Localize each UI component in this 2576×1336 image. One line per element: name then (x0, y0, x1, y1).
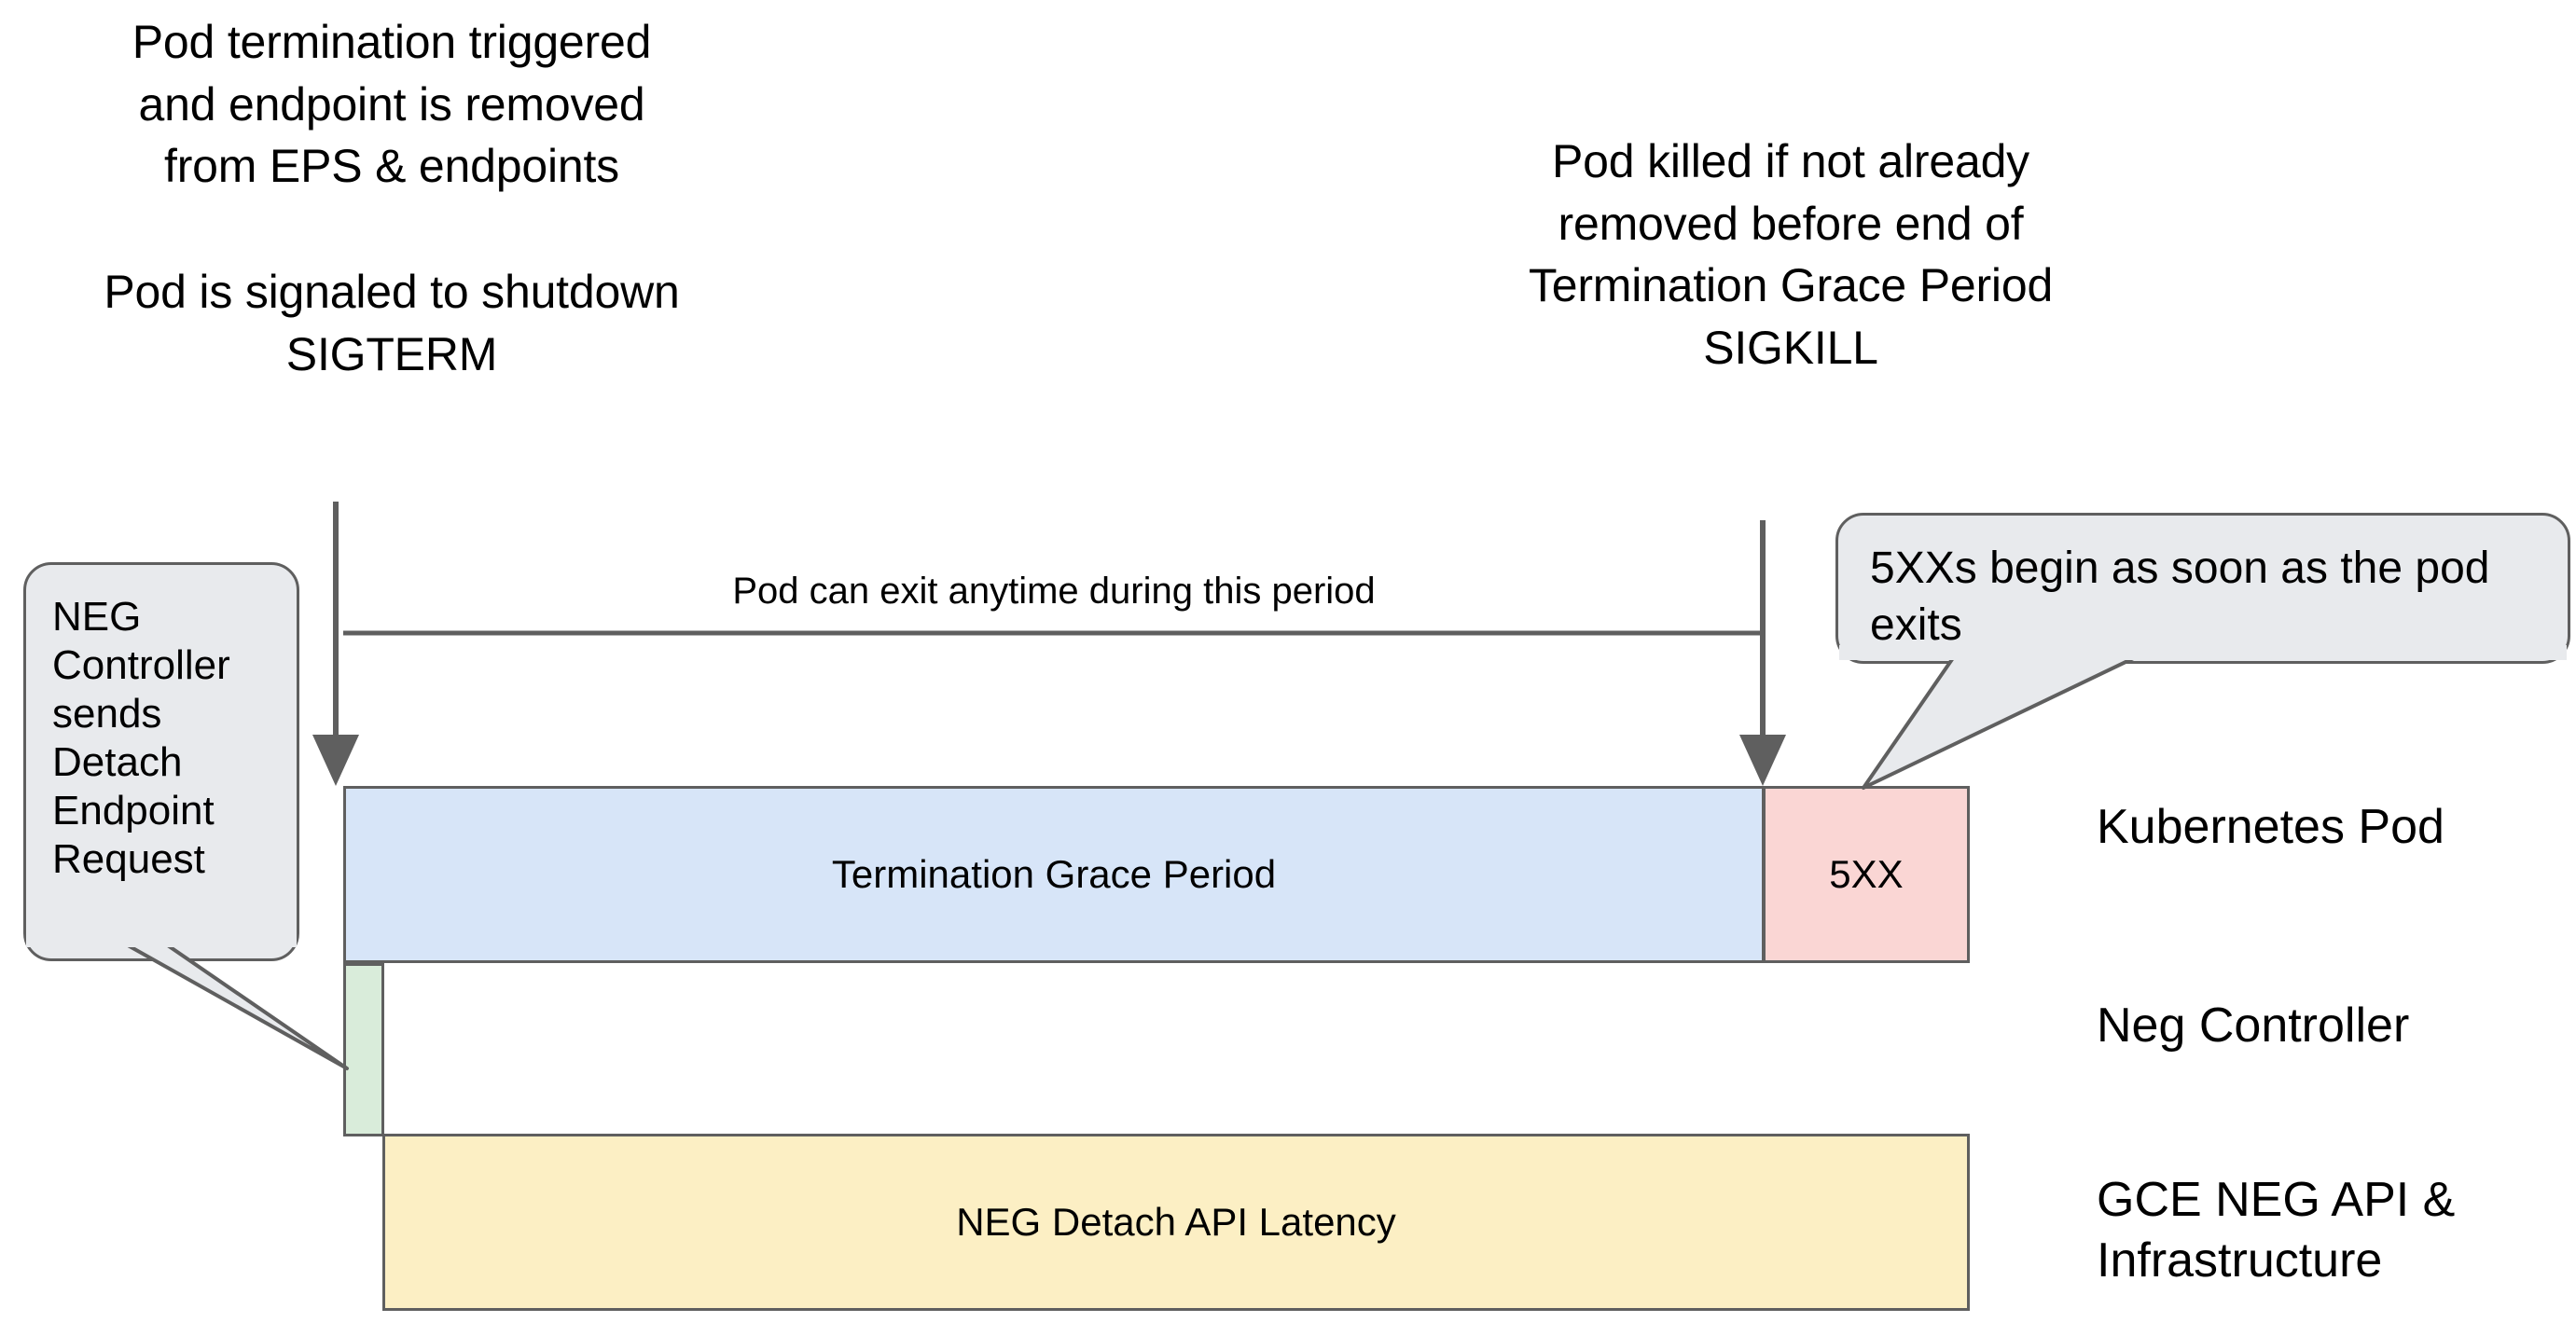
bar-termination-grace-period-label: Termination Grace Period (831, 852, 1277, 896)
sigterm-arrow (312, 502, 359, 786)
note-pod-termination-triggered: Pod termination triggered and endpoint i… (132, 16, 652, 192)
callout-neg-controller: NEG Controller sends Detach Endpoint Req… (23, 562, 299, 961)
note-pod-sigkill: Pod killed if not already removed before… (1528, 135, 2054, 374)
bar-neg-controller-detach (343, 963, 384, 1136)
callout-5xx: 5XXs begin as soon as the pod exits (1835, 513, 2570, 664)
bar-neg-detach-api-latency: NEG Detach API Latency (382, 1134, 1970, 1311)
callout-5xx-text: 5XXs begin as soon as the pod exits (1870, 544, 2490, 651)
lane-label-neg-controller: Neg Controller (2097, 999, 2410, 1053)
bar-neg-detach-api-latency-label: NEG Detach API Latency (956, 1200, 1396, 1244)
lane-label-gce-neg-api: GCE NEG API & Infrastructure (2097, 1173, 2456, 1288)
sigkill-arrow (1739, 520, 1786, 786)
bar-termination-grace-period: Termination Grace Period (343, 786, 1765, 963)
lane-label-kubernetes-pod: Kubernetes Pod (2097, 800, 2444, 854)
span-label-pod-can-exit: Pod can exit anytime during this period (732, 571, 1376, 612)
bar-5xx: 5XX (1763, 786, 1970, 963)
bar-5xx-label: 5XX (1829, 852, 1904, 896)
callout-neg-controller-text: NEG Controller sends Detach Endpoint Req… (52, 594, 230, 882)
callout-5xx-tail (1839, 645, 2567, 790)
note-pod-sigterm: Pod is signaled to shutdown SIGTERM (104, 266, 680, 380)
